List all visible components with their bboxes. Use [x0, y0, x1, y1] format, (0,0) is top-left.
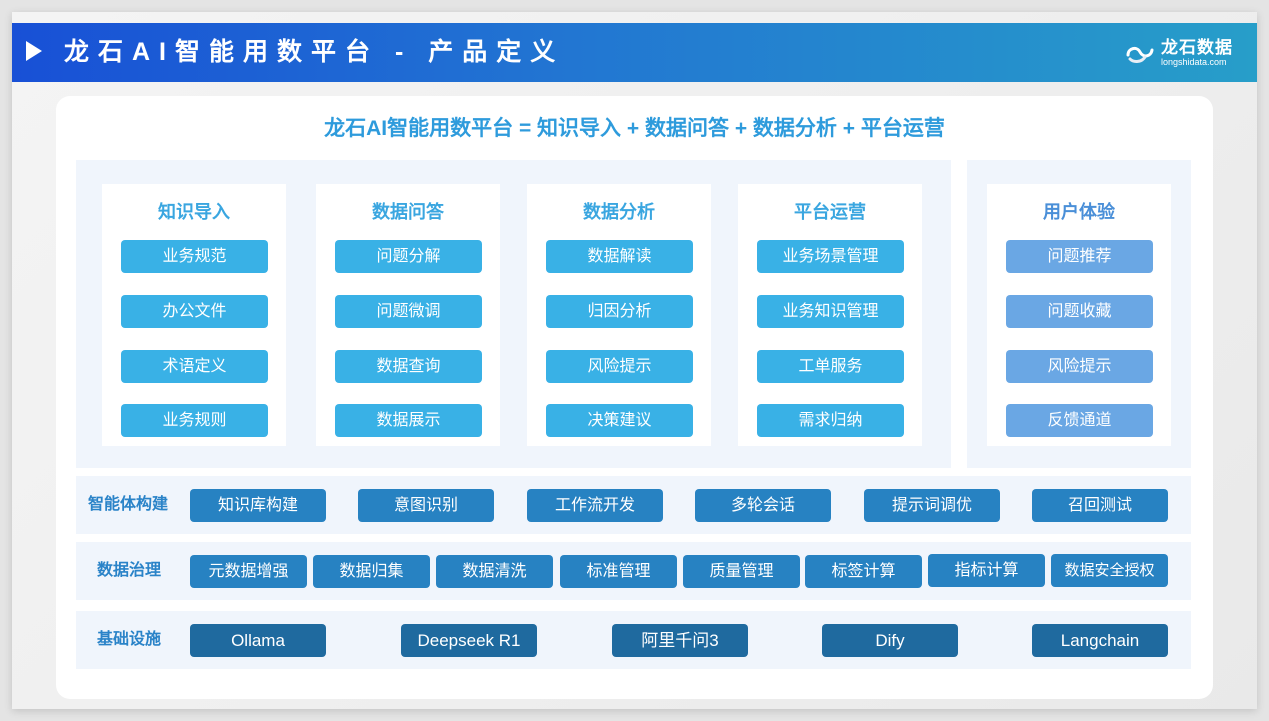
slide-title: 龙石AI智能用数平台 - 产品定义 [64, 38, 565, 66]
layer-item[interactable]: 数据安全授权 [1051, 554, 1168, 587]
module-item[interactable]: 办公文件 [121, 295, 268, 328]
layer-item[interactable]: 知识库构建 [190, 489, 326, 522]
module-item[interactable]: 归因分析 [546, 295, 693, 328]
module-item[interactable]: 业务规范 [121, 240, 268, 273]
core-modules-panel: 知识导入 业务规范 办公文件 术语定义 业务规则 数据问答 问题分解 问题微调 … [76, 160, 951, 468]
layer-item[interactable]: 多轮会话 [695, 489, 831, 522]
module-item[interactable]: 业务场景管理 [757, 240, 904, 273]
logo-swirl-icon [1126, 46, 1154, 63]
module-item[interactable]: 数据查询 [335, 350, 482, 383]
infra-item-dify[interactable]: Dify [822, 624, 958, 657]
layer-item[interactable]: 召回测试 [1032, 489, 1168, 522]
module-user-experience: 用户体验 问题推荐 问题收藏 风险提示 反馈通道 [987, 184, 1171, 446]
module-title: 用户体验 [1043, 202, 1115, 222]
layer-item[interactable]: 指标计算 [928, 554, 1045, 587]
layer-item[interactable]: 意图识别 [358, 489, 494, 522]
module-item[interactable]: 问题微调 [335, 295, 482, 328]
layer-item[interactable]: 元数据增强 [190, 555, 307, 588]
layer-item[interactable]: 标签计算 [805, 555, 922, 588]
module-data-qa: 数据问答 问题分解 问题微调 数据查询 数据展示 [316, 184, 500, 446]
user-experience-panel: 用户体验 问题推荐 问题收藏 风险提示 反馈通道 [967, 160, 1191, 468]
layer-item[interactable]: 数据归集 [313, 555, 430, 588]
module-title: 数据问答 [372, 202, 444, 222]
module-item[interactable]: 决策建议 [546, 404, 693, 437]
header-bar: 龙石AI智能用数平台 - 产品定义 龙石数据 longshidata.com [12, 23, 1257, 82]
layer-label: 基础设施 [97, 631, 162, 648]
module-knowledge-import: 知识导入 业务规范 办公文件 术语定义 业务规则 [102, 184, 286, 446]
layer-data-governance: 数据治理 元数据增强 数据归集 数据清洗 标准管理 质量管理 标签计算 指标计算… [76, 542, 1191, 600]
logo-domain: longshidata.com [1161, 57, 1227, 67]
module-item[interactable]: 业务规则 [121, 404, 268, 437]
module-item[interactable]: 数据展示 [335, 404, 482, 437]
company-logo: 龙石数据 longshidata.com [1125, 37, 1233, 69]
layer-label: 数据治理 [97, 562, 162, 579]
content-card: 龙石AI智能用数平台 = 知识导入 + 数据问答 + 数据分析 + 平台运营 知… [56, 96, 1213, 699]
module-item[interactable]: 业务知识管理 [757, 295, 904, 328]
ux-item[interactable]: 反馈通道 [1006, 404, 1153, 437]
platform-formula: 龙石AI智能用数平台 = 知识导入 + 数据问答 + 数据分析 + 平台运营 [324, 117, 945, 140]
layer-item[interactable]: 标准管理 [560, 555, 677, 588]
play-triangle-icon [26, 41, 42, 61]
infra-item-langchain[interactable]: Langchain [1032, 624, 1168, 657]
ux-item[interactable]: 风险提示 [1006, 350, 1153, 383]
layer-item[interactable]: 数据清洗 [436, 555, 553, 588]
module-item[interactable]: 术语定义 [121, 350, 268, 383]
module-title: 知识导入 [158, 202, 230, 222]
infra-item-deepseek[interactable]: Deepseek R1 [401, 624, 537, 657]
layer-label: 智能体构建 [88, 496, 169, 513]
module-item[interactable]: 风险提示 [546, 350, 693, 383]
ux-item[interactable]: 问题收藏 [1006, 295, 1153, 328]
module-platform-ops: 平台运营 业务场景管理 业务知识管理 工单服务 需求归纳 [738, 184, 922, 446]
logo-name: 龙石数据 [1161, 38, 1233, 57]
infra-item-qwen[interactable]: 阿里千问3 [612, 624, 748, 657]
module-item[interactable]: 问题分解 [335, 240, 482, 273]
layer-item[interactable]: 质量管理 [683, 555, 800, 588]
layer-infrastructure: 基础设施 Ollama Deepseek R1 阿里千问3 Dify Langc… [76, 611, 1191, 669]
module-title: 数据分析 [583, 202, 655, 222]
layer-item[interactable]: 提示词调优 [864, 489, 1000, 522]
module-item[interactable]: 工单服务 [757, 350, 904, 383]
layer-agent-building: 智能体构建 知识库构建 意图识别 工作流开发 多轮会话 提示词调优 召回测试 [76, 476, 1191, 534]
module-data-analysis: 数据分析 数据解读 归因分析 风险提示 决策建议 [527, 184, 711, 446]
module-item[interactable]: 需求归纳 [757, 404, 904, 437]
infra-item-ollama[interactable]: Ollama [190, 624, 326, 657]
slide: 龙石AI智能用数平台 - 产品定义 龙石数据 longshidata.com 龙… [12, 12, 1257, 709]
module-item[interactable]: 数据解读 [546, 240, 693, 273]
module-title: 平台运营 [794, 202, 866, 222]
ux-item[interactable]: 问题推荐 [1006, 240, 1153, 273]
layer-item[interactable]: 工作流开发 [527, 489, 663, 522]
